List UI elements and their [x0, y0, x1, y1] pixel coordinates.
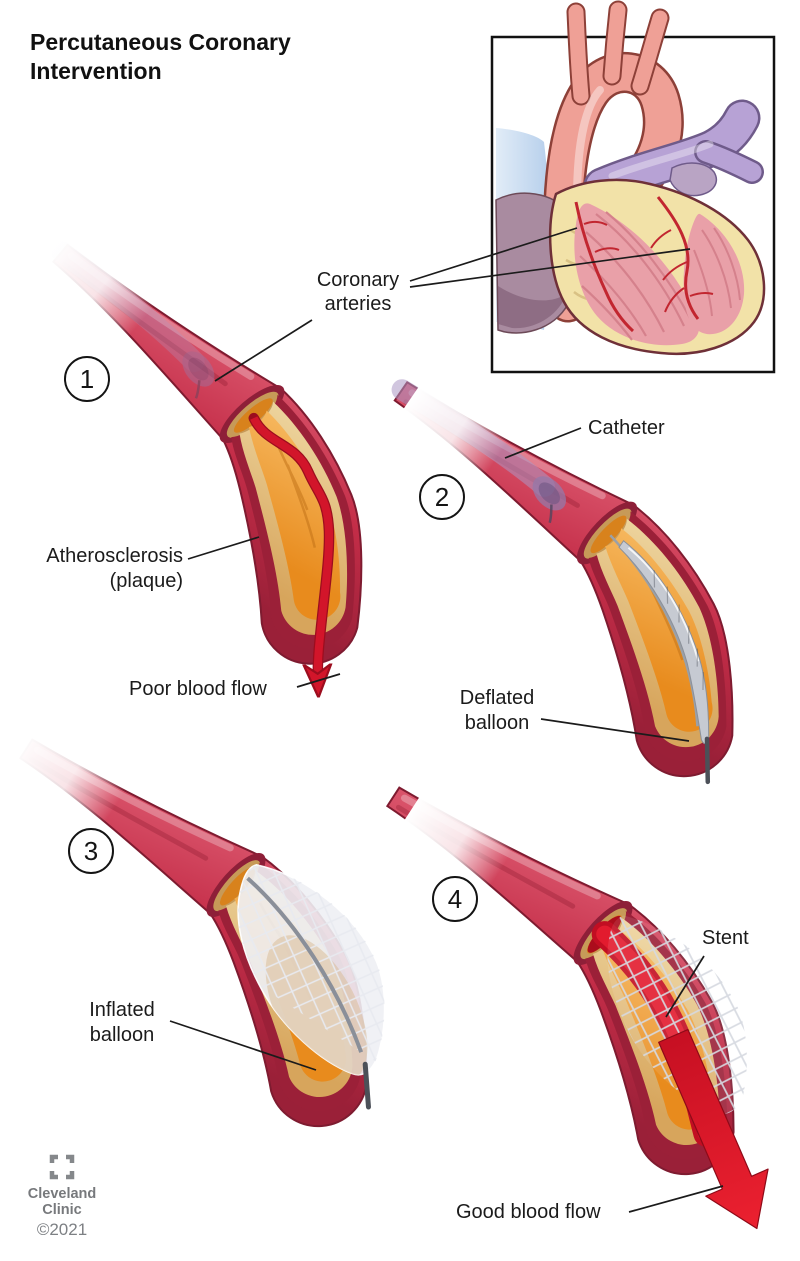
copyright-text: ©2021	[36, 1220, 88, 1239]
cleveland-clinic-wordmark: Cleveland Clinic	[27, 1186, 97, 1218]
leader-poor-blood-flow	[296, 673, 341, 688]
leader-coronary-to-artery	[214, 319, 313, 382]
leader-inflated-balloon	[169, 1020, 317, 1071]
artery-stage-2	[307, 346, 800, 796]
right-coronary-artery	[656, 196, 700, 320]
leader-catheter	[504, 427, 582, 459]
artery-stage-1	[0, 203, 458, 683]
cleveland-clinic-logo-icon	[49, 1154, 75, 1180]
atrial-appendage	[669, 162, 718, 197]
heart-inset	[490, 0, 776, 374]
leader-stent	[665, 955, 705, 1018]
artery-stage-4	[303, 751, 800, 1230]
leader-atherosclerosis	[187, 536, 260, 560]
poor-blood-flow-arrow	[250, 416, 421, 681]
left-coronary-artery	[574, 201, 635, 333]
leader-good-blood-flow	[628, 1185, 724, 1213]
stent-mesh	[607, 915, 747, 1115]
guidewire-tip	[362, 1061, 371, 1110]
leader-coronary-lower	[409, 248, 691, 288]
good-blood-flow-arrow	[658, 1028, 769, 1230]
leader-coronary-upper	[409, 227, 578, 282]
guidewire-tip	[704, 736, 711, 785]
heart-illustration	[495, 0, 766, 355]
leader-deflated-balloon	[540, 718, 690, 742]
